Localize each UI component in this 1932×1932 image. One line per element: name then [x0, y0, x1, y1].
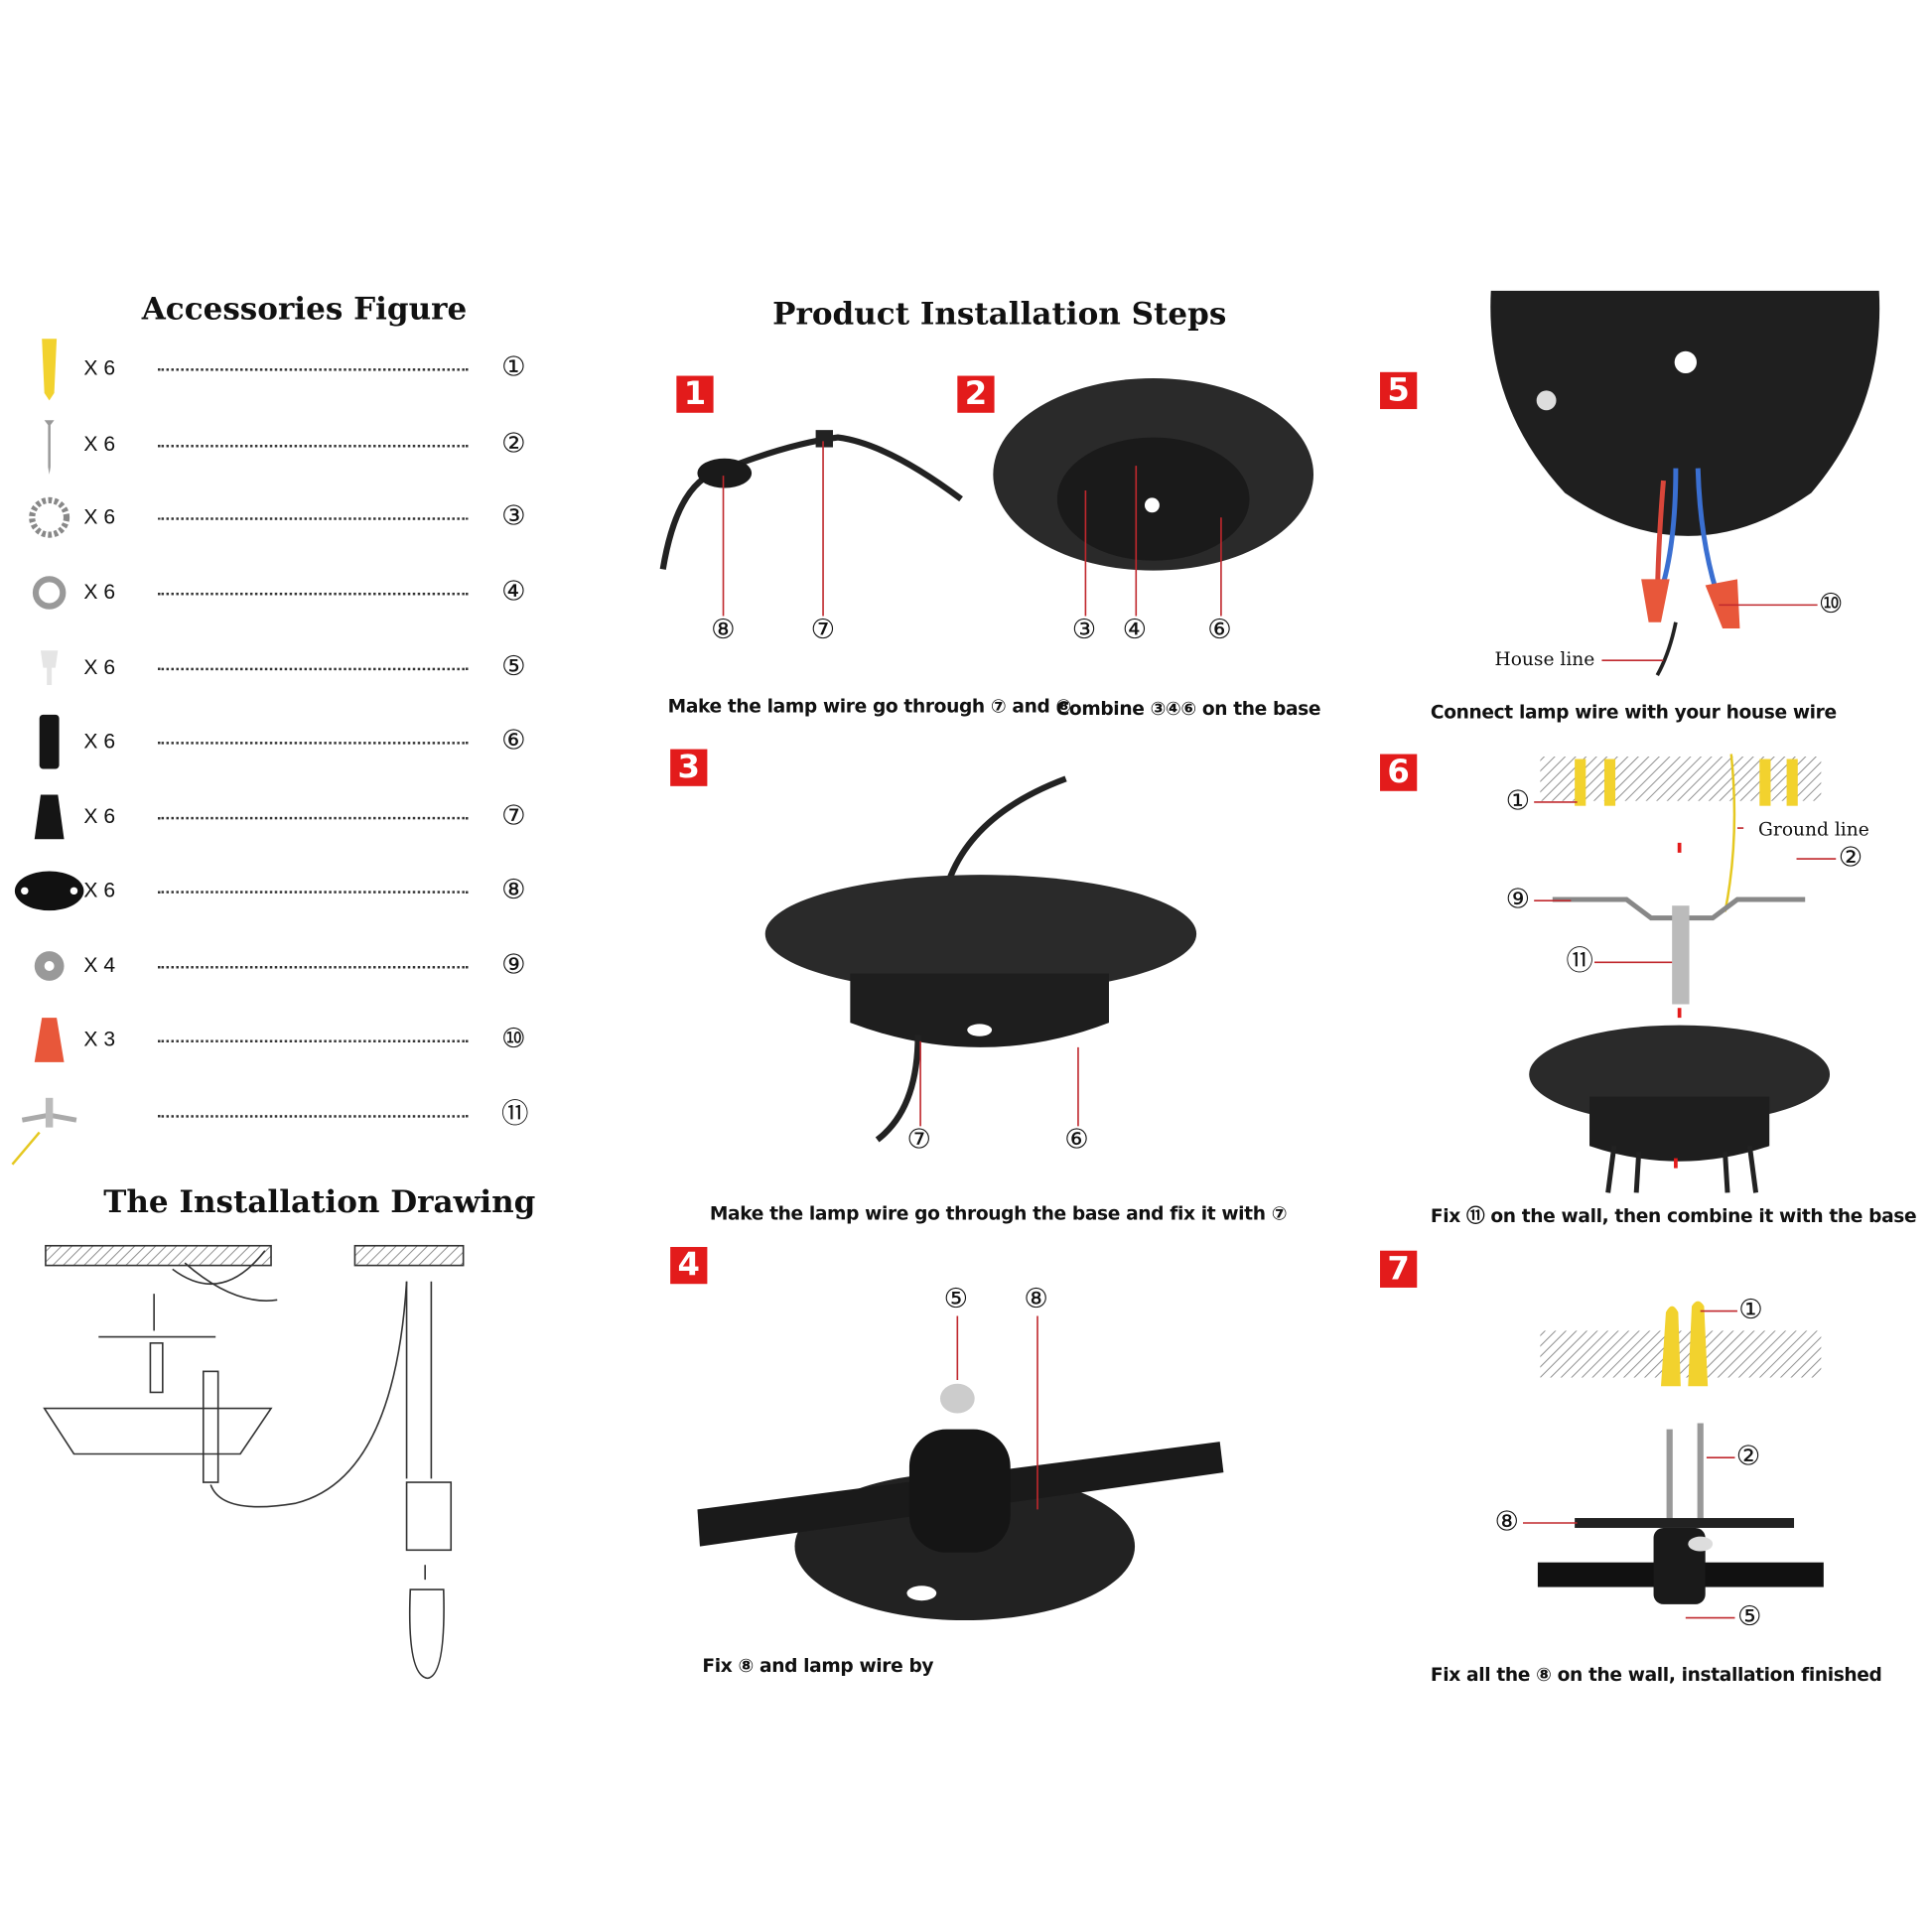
- ground-line-label: Ground line: [1758, 818, 1869, 841]
- cord-grip-icon: [39, 714, 60, 769]
- step3-illustration: [764, 775, 1197, 1143]
- accessory-quantity: X 6: [83, 432, 116, 457]
- callout-number: ⑥: [1064, 1125, 1089, 1157]
- step-6-badge: 6: [1380, 754, 1418, 791]
- callout-number: ⑪: [1566, 946, 1593, 978]
- callout-number: ①: [1738, 1295, 1763, 1326]
- leader-dots: [157, 816, 469, 820]
- callout-number: ④: [1122, 615, 1148, 646]
- leader-dots: [157, 891, 469, 894]
- accessory-number: ④: [501, 576, 526, 608]
- step-3-caption: Make the lamp wire go through the base a…: [709, 1202, 1288, 1225]
- callout-number: ⑧: [1024, 1284, 1048, 1315]
- accessory-quantity: X 6: [83, 655, 116, 679]
- callout-number: ⑦: [906, 1125, 931, 1157]
- accessory-quantity: X 6: [83, 504, 116, 529]
- accessory-quantity: X 3: [83, 1028, 116, 1051]
- cap-screw-icon: [40, 650, 59, 686]
- step7-illustration: [1537, 1301, 1824, 1604]
- accessory-quantity: X 6: [83, 729, 116, 754]
- step-2-caption: Combine ③④⑥ on the base: [1055, 697, 1321, 720]
- step5-illustration: [1490, 290, 1880, 677]
- step1-illustration: [659, 430, 963, 570]
- accessory-number: ②: [501, 428, 526, 460]
- step-6-caption: Fix ⑪ on the wall, then combine it with …: [1430, 1204, 1917, 1228]
- step-7-badge: 7: [1380, 1250, 1418, 1288]
- accessory-number: ⑪: [501, 1099, 529, 1131]
- callout-number: ⑩: [1818, 589, 1844, 621]
- callout-number: ③: [1071, 615, 1097, 646]
- accessory-quantity: X 6: [83, 580, 116, 605]
- callout-number: ⑥: [1207, 615, 1232, 646]
- accessory-number: ⑦: [501, 800, 526, 832]
- wire-holder-plate-icon: [14, 871, 84, 911]
- leader-dots: [157, 966, 469, 969]
- accessory-quantity: X 6: [83, 804, 116, 829]
- leader-dots: [157, 368, 469, 371]
- accessory-number: ⑩: [501, 1024, 526, 1055]
- callout-number: ⑨: [1505, 885, 1531, 916]
- accessory-quantity: X 4: [83, 953, 116, 978]
- screw-icon: [44, 420, 55, 475]
- strain-relief-icon: [34, 794, 65, 840]
- leader-dots: [157, 445, 469, 448]
- accessories-title: Accessories Figure: [141, 290, 468, 327]
- accessory-number: ⑨: [501, 949, 526, 981]
- step-4-badge: 4: [670, 1246, 708, 1285]
- accessory-number: ③: [501, 501, 526, 533]
- leader-dots: [157, 1115, 469, 1118]
- step6-illustration: [1529, 754, 1831, 1193]
- step-5-caption: Connect lamp wire with your house wire: [1430, 701, 1837, 724]
- callout-number: ⑧: [1494, 1506, 1519, 1538]
- step4-illustration: [697, 1383, 1224, 1621]
- step-1-badge: 1: [676, 375, 714, 413]
- callout-number: ②: [1735, 1442, 1761, 1473]
- callout-number: ⑤: [1736, 1601, 1762, 1633]
- accessory-quantity: X 6: [83, 878, 116, 902]
- step-1-caption: Make the lamp wire go through ⑦ and ⑧: [667, 694, 1072, 718]
- leader-dots: [157, 1039, 469, 1042]
- ring-nut-icon: [32, 576, 67, 610]
- house-line-label: House line: [1494, 647, 1595, 671]
- steps-title: Product Installation Steps: [772, 295, 1227, 332]
- callout-number: ①: [1505, 785, 1531, 817]
- plastic-anchor-icon: [42, 339, 58, 401]
- step2-illustration: [993, 378, 1314, 571]
- leader-dots: [157, 592, 469, 596]
- leader-dots: [157, 742, 469, 745]
- step-4-caption: Fix ⑧ and lamp wire by: [702, 1654, 934, 1678]
- drawing-title: The Installation Drawing: [103, 1183, 536, 1220]
- accessory-number: ①: [501, 351, 526, 383]
- callout-number: ⑤: [943, 1284, 969, 1315]
- crossbar-icon: [11, 1097, 77, 1166]
- wire-nut-icon: [34, 1018, 65, 1062]
- leader-dots: [157, 667, 469, 671]
- accessory-number: ⑤: [501, 651, 526, 683]
- step-2-badge: 2: [957, 375, 995, 413]
- step-5-badge: 5: [1380, 371, 1418, 410]
- star-washer-icon: [29, 496, 70, 538]
- callout-number: ⑦: [810, 615, 836, 646]
- step-3-badge: 3: [670, 749, 708, 786]
- washer-icon: [34, 951, 65, 981]
- accessory-number: ⑥: [501, 726, 526, 758]
- step-7-caption: Fix all the ⑧ on the wall, installation …: [1430, 1663, 1882, 1686]
- accessory-number: ⑧: [501, 875, 526, 906]
- callout-number: ②: [1838, 842, 1863, 874]
- leader-dots: [157, 517, 469, 520]
- callout-number: ⑧: [711, 615, 736, 646]
- accessory-quantity: X 6: [83, 355, 116, 380]
